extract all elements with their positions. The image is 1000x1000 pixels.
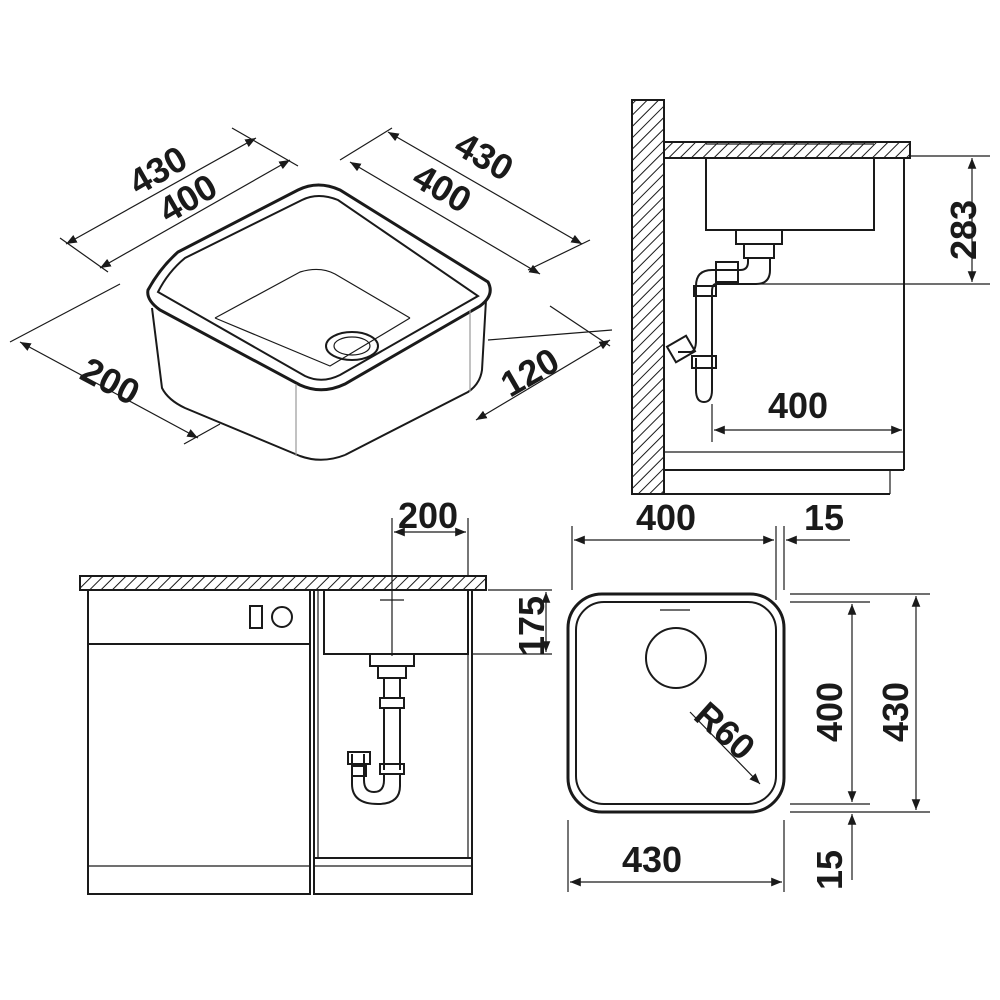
top-corner-radius-label: R60 xyxy=(687,693,764,768)
front-right-cabinet xyxy=(313,589,473,895)
iso-drain xyxy=(325,331,379,361)
top-outer-width-label: 430 xyxy=(622,839,682,880)
front-control-knob xyxy=(271,606,293,628)
top-inner-height-label: 400 xyxy=(809,682,850,742)
front-view: 200 175 xyxy=(79,495,552,895)
iso-bowl-back-wall xyxy=(214,268,411,319)
side-siphon xyxy=(665,229,783,404)
iso-body-left-side xyxy=(151,307,346,461)
side-drain-offset-label: 400 xyxy=(768,385,828,426)
side-wall-hatch xyxy=(631,99,665,495)
top-outer-height-label: 430 xyxy=(875,682,916,742)
front-bowl-depth-label: 175 xyxy=(511,596,552,656)
front-left-cabinet xyxy=(87,589,311,895)
iso-rim-outer xyxy=(146,183,492,392)
side-view: 283 400 xyxy=(631,99,990,495)
isometric-view: 430 400 430 400 200 120 xyxy=(9,123,613,461)
top-radius-leader xyxy=(689,711,761,785)
top-sink-inner xyxy=(575,601,777,805)
iso-rim-inner xyxy=(156,195,480,381)
front-control-switch xyxy=(249,605,263,629)
side-height-label: 283 xyxy=(943,200,984,260)
front-siphon xyxy=(347,653,415,806)
iso-dimension-lines xyxy=(9,127,613,445)
top-rim-bottom-label: 15 xyxy=(809,850,850,890)
front-counter-hatch xyxy=(79,575,487,591)
iso-body-right-side xyxy=(344,299,487,456)
iso-height-left-label: 200 xyxy=(74,349,146,413)
iso-height-right-label: 120 xyxy=(494,339,567,405)
top-drain xyxy=(645,627,707,689)
front-drain-offset-label: 200 xyxy=(398,495,458,536)
top-inner-width-label: 400 xyxy=(636,497,696,538)
top-sink-outer xyxy=(566,592,786,814)
iso-drain-inner xyxy=(333,336,371,356)
iso-bowl-floor xyxy=(214,317,411,367)
top-rim-width-label: 15 xyxy=(804,497,844,538)
side-sink-bowl xyxy=(705,157,875,231)
top-view: 400 15 400 430 R60 430 15 xyxy=(566,497,930,892)
